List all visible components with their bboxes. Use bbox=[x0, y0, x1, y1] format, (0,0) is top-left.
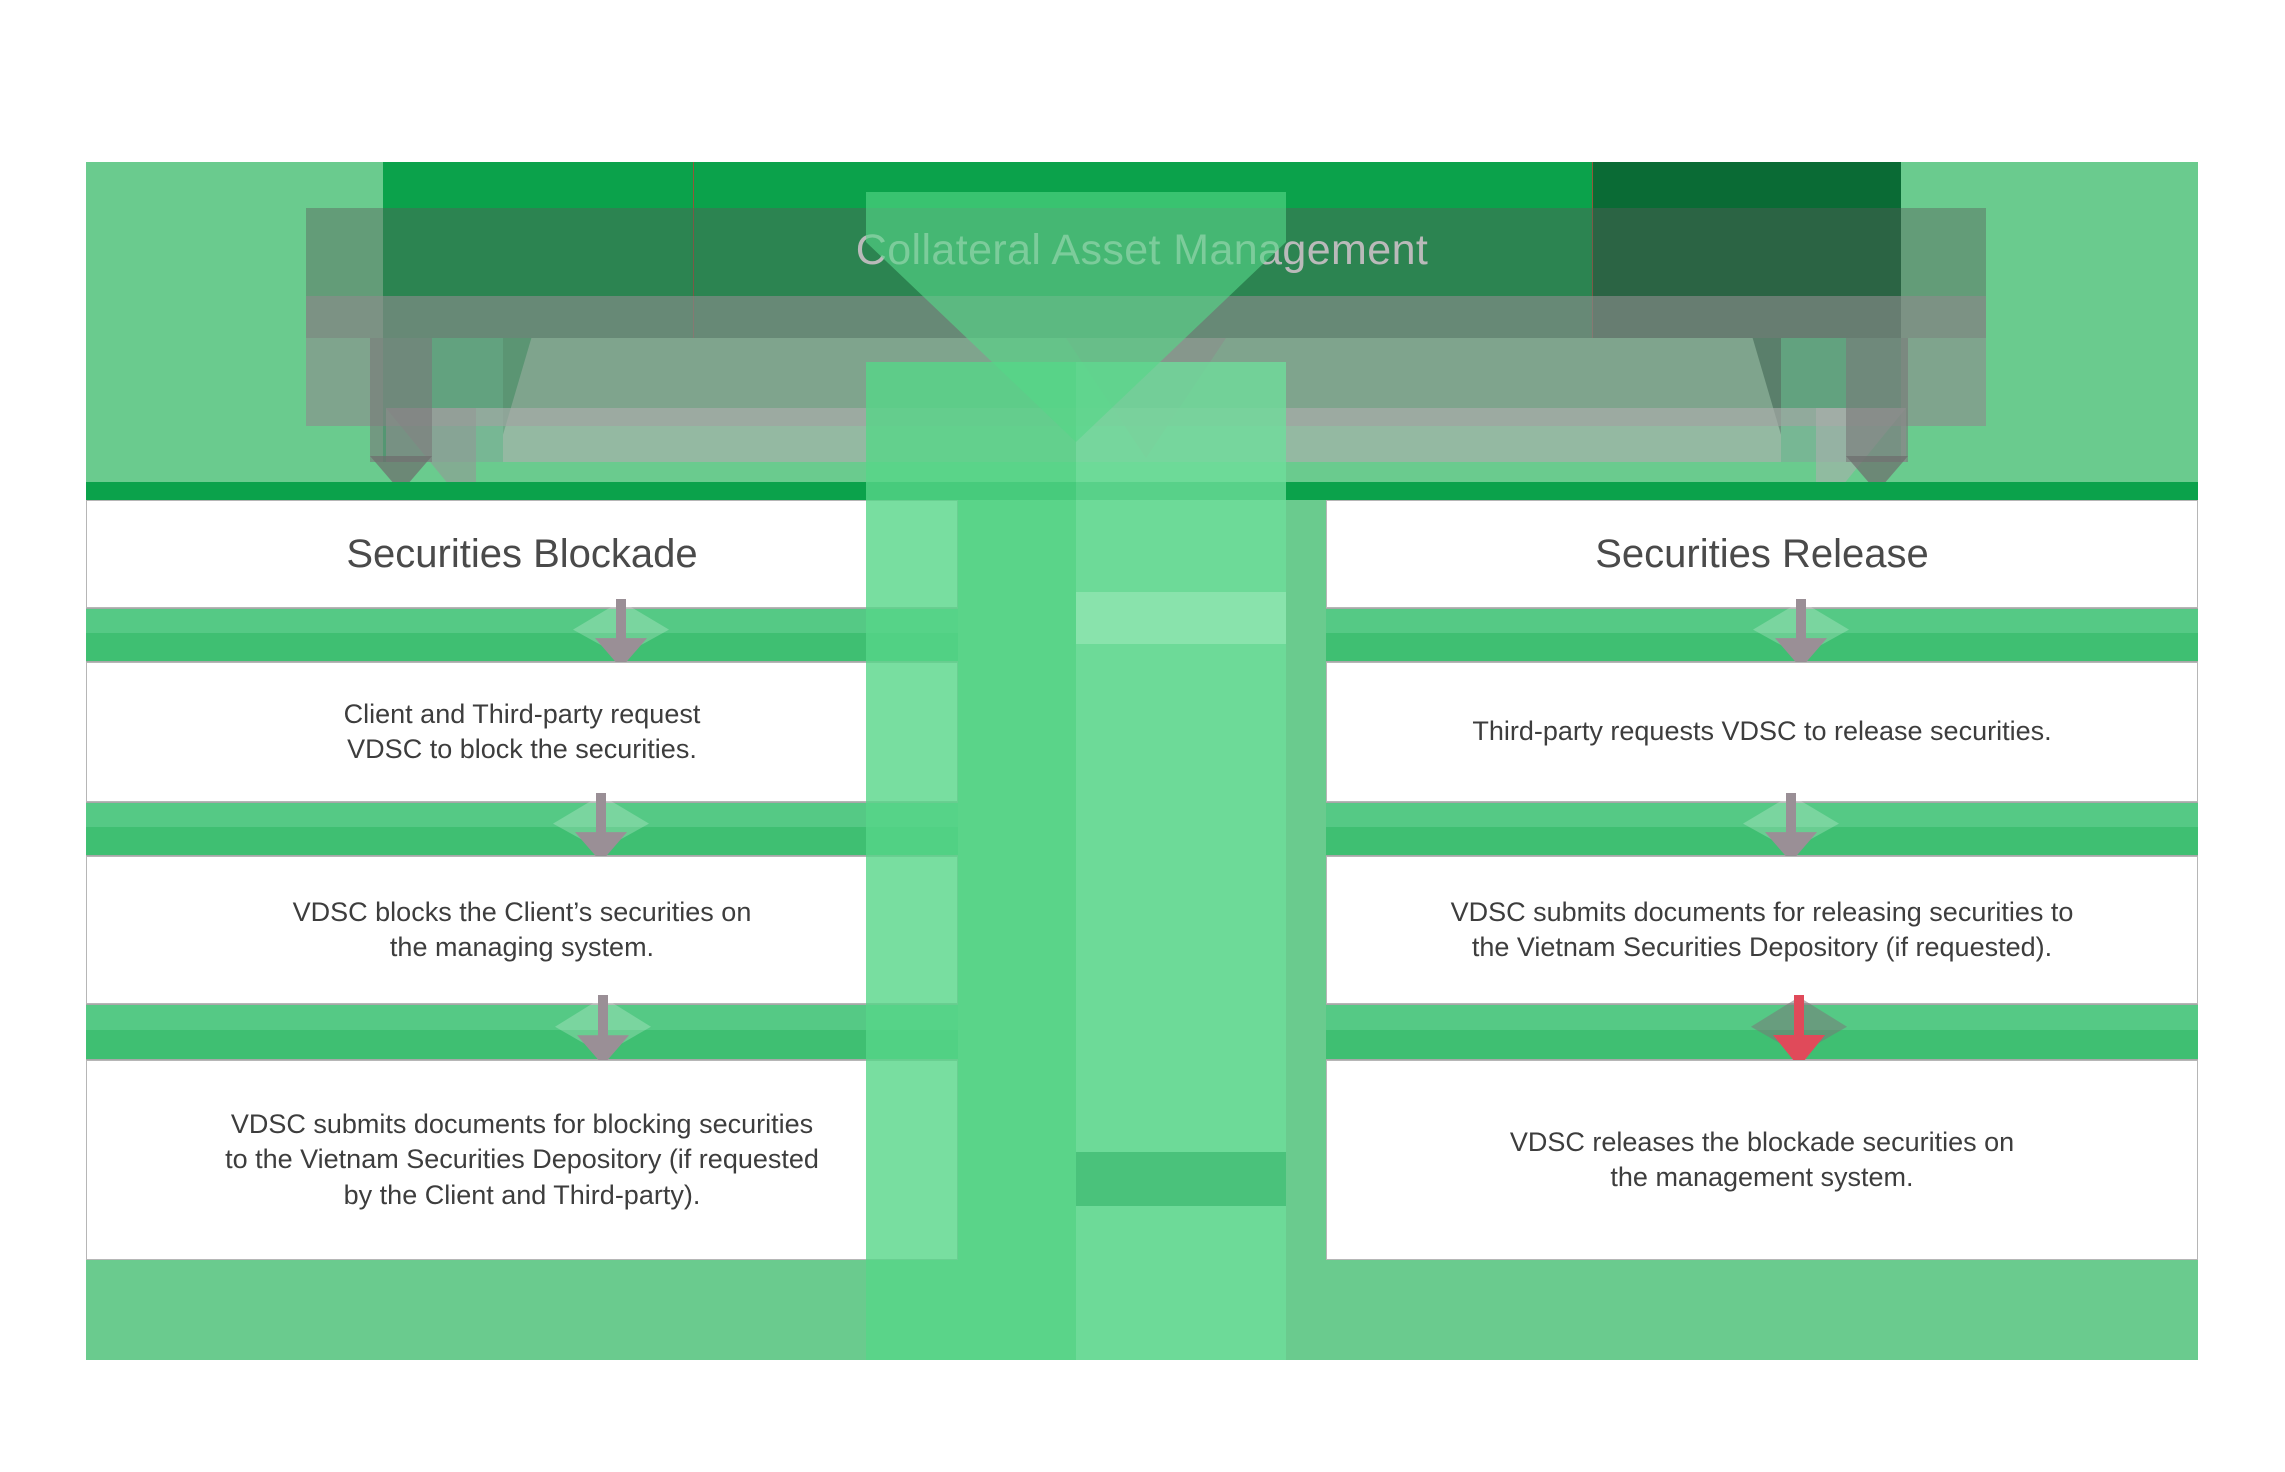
page-title: Collateral Asset Management bbox=[855, 225, 1429, 274]
connector-highlight bbox=[86, 803, 958, 827]
connector-highlight bbox=[86, 609, 958, 633]
bracket-wide-base bbox=[386, 408, 1906, 462]
connector-highlight bbox=[1326, 609, 2198, 633]
connector-highlight bbox=[86, 1005, 958, 1030]
step-box-left-3: VDSC submits documents for blocking secu… bbox=[86, 1060, 958, 1260]
step-box-left-2: VDSC blocks the Client’s securities on t… bbox=[86, 856, 958, 1004]
down-arrow-icon bbox=[1753, 599, 1849, 669]
step-box-left-1: Client and Third-party request VDSC to b… bbox=[86, 662, 958, 802]
header-bottom-bar bbox=[86, 482, 2198, 500]
header-wedge-left bbox=[383, 162, 723, 338]
column-title-right: Securities Release bbox=[1326, 500, 2198, 608]
down-arrow-icon bbox=[573, 599, 669, 669]
connector-right-1 bbox=[1326, 599, 2198, 669]
connector-left-1 bbox=[86, 599, 958, 669]
down-arrow-icon bbox=[555, 995, 651, 1066]
connector-left-2 bbox=[86, 793, 958, 863]
connector-highlight bbox=[1326, 803, 2198, 827]
header-wedge-right bbox=[1561, 162, 1901, 338]
down-arrow-icon bbox=[1743, 793, 1839, 863]
step-box-right-1: Third-party requests VDSC to release sec… bbox=[1326, 662, 2198, 802]
down-arrow-red-icon bbox=[1751, 995, 1847, 1068]
flow-grid: Securities Blockade Client and Third-par… bbox=[86, 500, 2198, 1360]
connector-right-3 bbox=[1326, 995, 2198, 1068]
step-box-right-3: VDSC releases the blockade securities on… bbox=[1326, 1060, 2198, 1260]
connector-left-3 bbox=[86, 995, 958, 1066]
header-band: Collateral Asset Management bbox=[86, 162, 2198, 518]
step-box-right-2: VDSC submits documents for releasing sec… bbox=[1326, 856, 2198, 1004]
diagram-canvas: Collateral Asset Management Securities B… bbox=[86, 162, 2198, 1360]
bracket-center-down-arrow-icon bbox=[1066, 338, 1226, 458]
column-title-left: Securities Blockade bbox=[86, 500, 958, 608]
connector-right-2 bbox=[1326, 793, 2198, 863]
down-arrow-icon bbox=[553, 793, 649, 863]
